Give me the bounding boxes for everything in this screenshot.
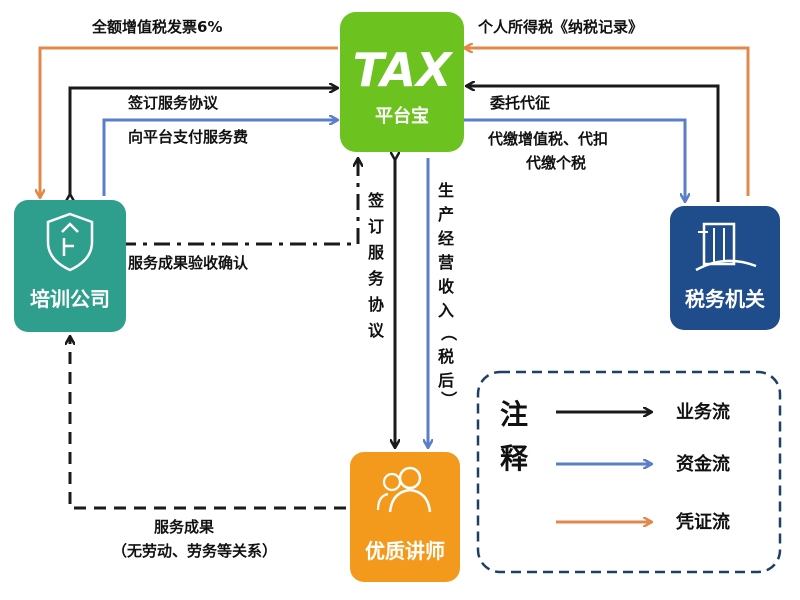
node-tax-platform: TAX 平台宝 [340,12,464,152]
svg-text:务: 务 [368,269,385,288]
label-income-vertical: 生 产 经 营 收 入 （ 税 后 ） [438,181,458,407]
edge-result [70,338,346,510]
label-result-line1: 服务成果 [154,518,215,536]
svg-text:）: ） [439,391,458,407]
label-pay-fee: 向平台支付服务费 [128,128,248,146]
edge-confirm [120,160,358,246]
legend-title-1: 注 [500,398,528,431]
label-entrust: 委托代征 [490,94,550,112]
edge-withhold [464,118,685,200]
label-result-line2: （无劳动、劳务等关系） [112,542,277,560]
label-withhold-line1: 代缴增值税、代扣 [487,130,608,148]
label-vat-invoice: 全额增值税发票6% [91,18,222,36]
training-company-name: 培训公司 [30,287,110,311]
svg-text:（: （ [439,325,458,341]
edge-vat-invoice [40,46,338,196]
edge-entrust [468,86,720,202]
node-training-company: 培训公司 [14,200,126,332]
tax-platform-name: 平台宝 [375,105,429,127]
label-sign-service: 签订服务协议 [127,94,219,112]
svg-text:营: 营 [438,253,454,272]
svg-text:议: 议 [368,321,385,340]
svg-text:生: 生 [438,181,454,200]
node-tax-bureau: 税务机关 [670,206,780,330]
label-withhold-line2: 代缴个税 [525,154,586,172]
svg-text:签: 签 [367,191,385,210]
legend-label-business: 业务流 [676,401,730,423]
label-confirm: 服务成果验收确认 [128,254,249,272]
label-sign-vertical: 签 订 服 务 协 议 [367,191,385,340]
svg-text:后: 后 [438,371,454,390]
svg-text:服: 服 [368,243,385,262]
svg-text:收: 收 [438,277,454,296]
svg-text:协: 协 [368,295,384,314]
shield-enterprise-icon [46,212,94,272]
svg-text:税: 税 [438,347,454,366]
svg-text:经: 经 [438,229,454,248]
svg-text:订: 订 [368,217,384,236]
svg-text:产: 产 [438,205,454,224]
edge-sign-service [70,88,336,196]
legend: 注 释 业务流 资金流 凭证流 [476,370,782,574]
edge-pay-fee [102,120,336,196]
legend-label-voucher: 凭证流 [675,511,730,533]
label-personal-tax: 个人所得税《纳税记录》 [477,18,643,36]
edge-personal-tax [466,48,750,196]
legend-title-2: 释 [500,442,529,475]
tax-logo: TAX [353,43,454,97]
legend-label-funds: 资金流 [676,453,730,475]
tax-building-icon [695,222,757,272]
tax-bureau-name: 税务机关 [685,287,765,311]
lecturer-name: 优质讲师 [365,539,445,563]
people-icon [376,466,432,513]
svg-text:入: 入 [438,301,454,320]
node-lecturer: 优质讲师 [350,452,460,582]
